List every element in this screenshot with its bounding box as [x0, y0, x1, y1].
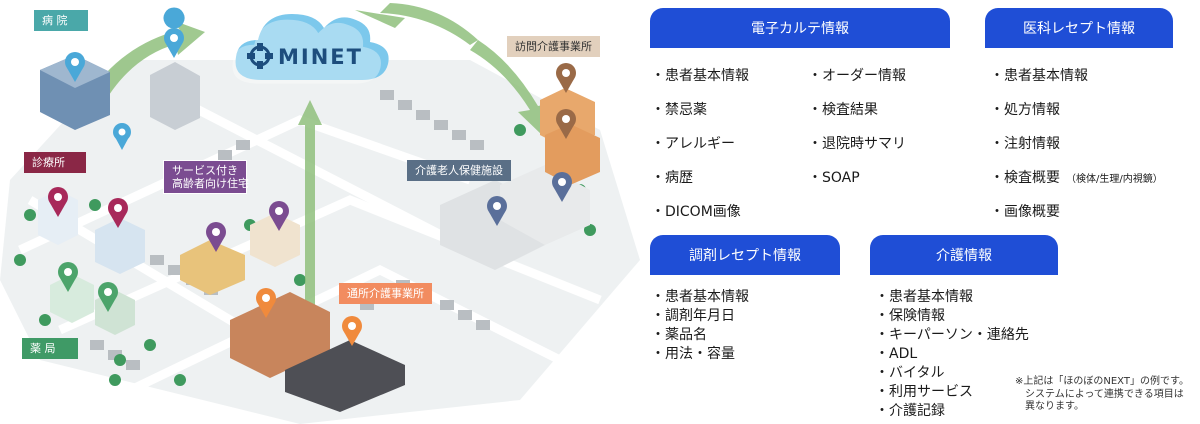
hospital-building — [40, 55, 200, 130]
map-pin-icon — [556, 109, 576, 139]
list-item: 薬品名 — [651, 326, 749, 345]
clinic-building — [38, 190, 145, 274]
list-item: アレルギー — [651, 134, 749, 168]
housing-building — [180, 213, 300, 295]
list-item: 退院時サマリ — [808, 134, 906, 168]
exam-note: （検体/生理/内視鏡） — [1066, 174, 1163, 185]
map-pin-icon — [487, 196, 507, 226]
list-item: 画像概要 — [990, 202, 1163, 236]
map-pin-icon — [206, 222, 226, 252]
medical-receipt-panel-header: 医科レセプト情報 — [985, 8, 1173, 48]
hospital-label: 病 院 — [34, 10, 88, 31]
service-housing-label: サービス付き 高齢者向け住宅 — [163, 160, 249, 194]
map-pin-icon — [552, 172, 572, 202]
list-item: 患者基本情報 — [651, 66, 749, 100]
day-care-building — [230, 292, 405, 412]
city-map-graphic: MINET — [0, 3, 640, 424]
home-visit-building — [540, 88, 600, 185]
map-pin-icon — [65, 52, 85, 82]
map-pin-icon — [58, 262, 78, 292]
map-pin-icon — [556, 63, 576, 93]
list-item: 調剤年月日 — [651, 307, 749, 326]
home-visit-label: 訪問介護事業所 — [507, 36, 600, 57]
footnote-line-2: システムによって連携できる項目は — [1025, 388, 1184, 400]
list-item: 保険情報 — [875, 307, 1029, 326]
list-item: 利用サービス — [875, 383, 1029, 402]
footnote-line-3: 異なります。 — [1025, 401, 1084, 412]
list-item: バイタル — [875, 364, 1029, 383]
map-pin-icon — [269, 201, 289, 231]
list-item: 介護記録 — [875, 402, 1029, 421]
care-panel-header: 介護情報 — [870, 235, 1058, 275]
minet-logo-icon — [247, 43, 273, 69]
day-care-label: 通所介護事業所 — [339, 283, 432, 304]
nursing-facility-label: 介護老人保健施設 — [407, 160, 511, 181]
list-item: 処方情報 — [990, 100, 1163, 134]
list-item: ADL — [875, 345, 1029, 364]
list-item: DICOM画像 — [651, 202, 749, 236]
clinic-label: 診療所 — [24, 152, 86, 173]
dispensing-receipt-list: 患者基本情報 調剤年月日 薬品名 用法・容量 — [651, 288, 749, 364]
care-list: 患者基本情報 保険情報 キーパーソン・連絡先 ADL バイタル 利用サービス 介… — [875, 288, 1029, 421]
list-item: 検査概要 （検体/生理/内視鏡） — [990, 168, 1163, 202]
list-item-text: 検査概要 — [1004, 170, 1060, 186]
list-item: 検査結果 — [808, 100, 906, 134]
footnote-line-1: ※上記は「ほのぼのNEXT」の例です。 — [1015, 376, 1189, 387]
map-pin-icon — [256, 288, 276, 318]
pharmacy-label: 薬 局 — [22, 338, 78, 359]
list-item: 禁忌薬 — [651, 100, 749, 134]
ehr-list-col2: オーダー情報 検査結果 退院時サマリ SOAP — [808, 66, 906, 202]
service-housing-line-1: サービス付き — [172, 164, 238, 177]
list-item: SOAP — [808, 168, 906, 202]
footnote: ※上記は「ほのぼのNEXT」の例です。 システムによって連携できる項目は 異なり… — [1015, 376, 1189, 414]
city-ground — [0, 60, 640, 424]
map-pin-icon — [342, 316, 362, 346]
medical-receipt-list: 患者基本情報 処方情報 注射情報 検査概要 （検体/生理/内視鏡） 画像概要 — [990, 66, 1163, 236]
list-item: 患者基本情報 — [875, 288, 1029, 307]
list-item: 用法・容量 — [651, 345, 749, 364]
list-item: オーダー情報 — [808, 66, 906, 100]
minet-brand-text: MINET — [278, 45, 363, 69]
map-pin-icon — [108, 198, 128, 228]
service-housing-line-2: 高齢者向け住宅 — [172, 177, 249, 190]
map-pin-icon — [113, 123, 131, 150]
map-pin-icon — [98, 282, 118, 312]
list-item: 患者基本情報 — [990, 66, 1163, 100]
ehr-list-col1: 患者基本情報 禁忌薬 アレルギー 病歴 DICOM画像 — [651, 66, 749, 236]
list-item: キーパーソン・連絡先 — [875, 326, 1029, 345]
cloud-icon — [232, 14, 389, 84]
ehr-panel-header: 電子カルテ情報 — [650, 8, 950, 48]
network-illustration: MINET 病 院 診療所 薬 局 サービス付き 高齢者向け住宅 介護老人保健施… — [0, 3, 640, 424]
list-item: 病歴 — [651, 168, 749, 202]
dispensing-receipt-panel-header: 調剤レセプト情報 — [650, 235, 840, 275]
map-pin-icon — [48, 187, 68, 217]
list-item: 注射情報 — [990, 134, 1163, 168]
list-item: 患者基本情報 — [651, 288, 749, 307]
map-pin-icon — [163, 7, 185, 58]
